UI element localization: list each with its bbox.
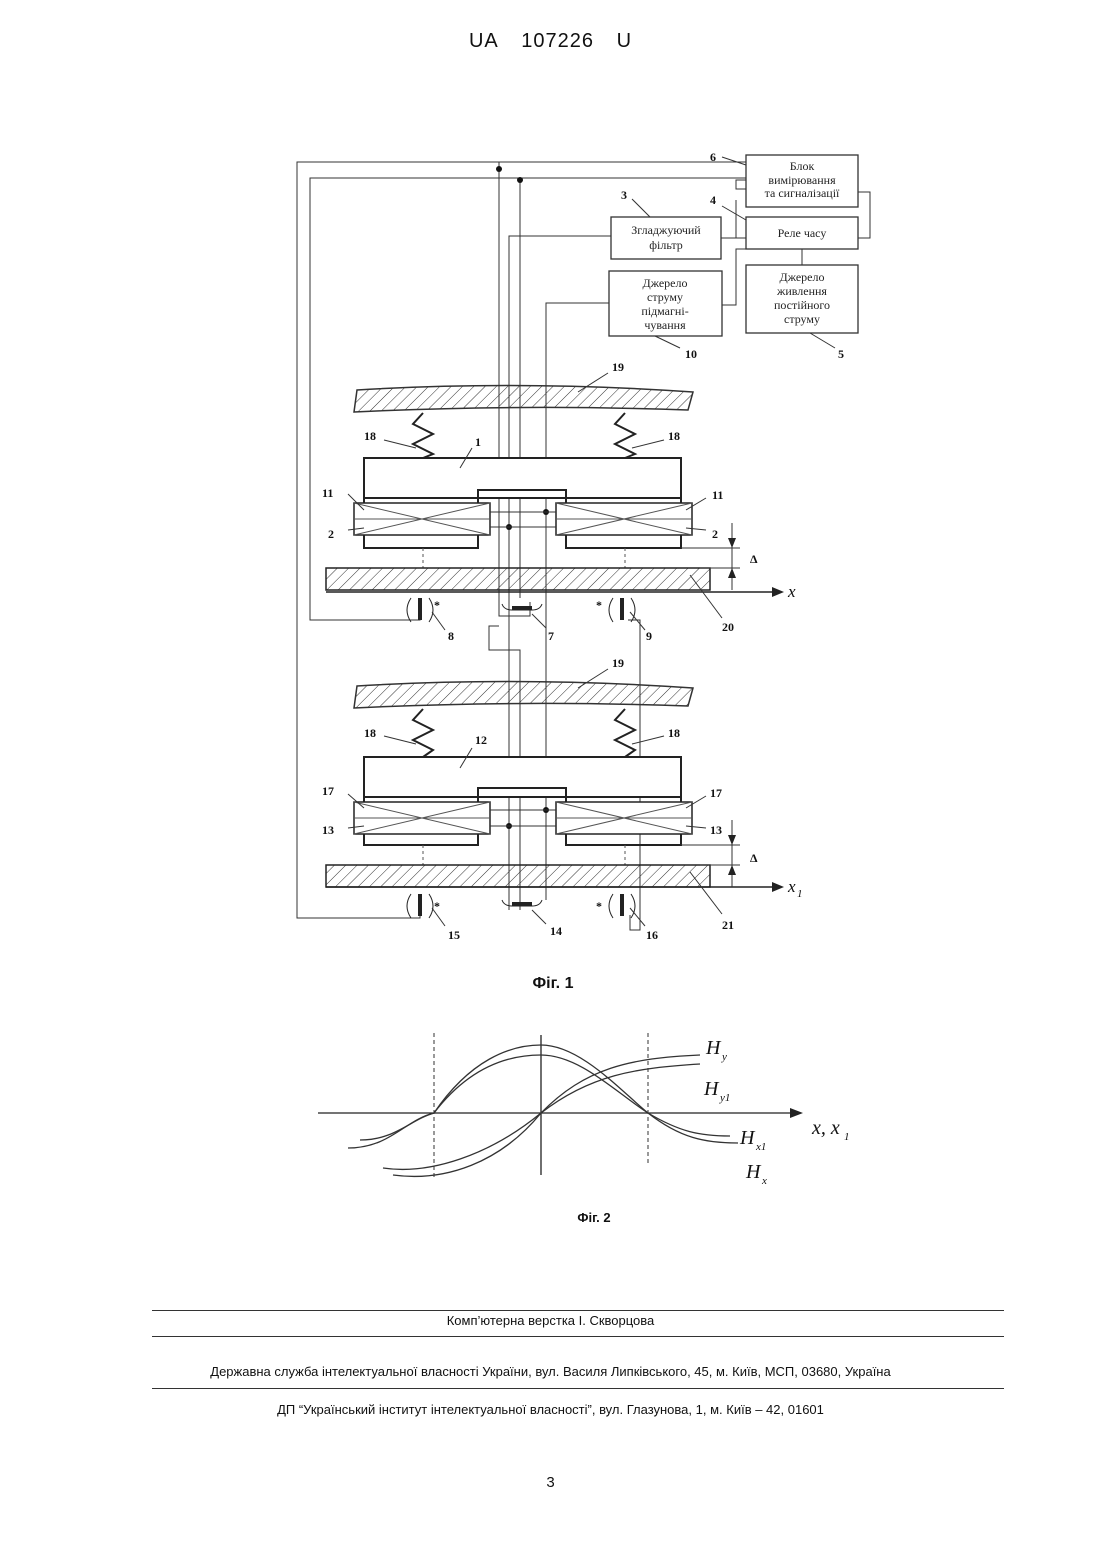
label-18-right-lower: 18 bbox=[668, 726, 680, 740]
label-19-upper: 19 bbox=[612, 360, 624, 374]
footer-layout-credit: Комп’ютерна верстка І. Скворцова bbox=[0, 1313, 1101, 1328]
block-measure: Блок вимірювання та сигналізації bbox=[746, 155, 858, 207]
page-number: 3 bbox=[0, 1474, 1101, 1491]
label-16: 16 bbox=[646, 928, 658, 942]
footer-service: Державна служба інтелектуальної власност… bbox=[0, 1364, 1101, 1379]
label-18-left-upper: 18 bbox=[364, 429, 376, 443]
block-relay-line1: Реле часу bbox=[778, 226, 827, 240]
block-bias-line3: підмагні- bbox=[641, 304, 688, 318]
label-12: 12 bbox=[475, 733, 487, 747]
sensor-14 bbox=[502, 900, 542, 906]
label-8: 8 bbox=[448, 629, 454, 643]
star-15: * bbox=[434, 899, 440, 913]
star-8: * bbox=[434, 598, 440, 612]
label-1: 1 bbox=[475, 435, 481, 449]
base-19-lower bbox=[354, 681, 693, 708]
label-13-right: 13 bbox=[710, 823, 722, 837]
label-6: 6 bbox=[710, 150, 716, 164]
block-power-line3: постійного bbox=[774, 298, 830, 312]
curve-label-hy: H bbox=[705, 1037, 722, 1059]
workpiece-20 bbox=[326, 568, 710, 590]
fig2-axis-label: x, x bbox=[811, 1117, 840, 1139]
footer-rule-2 bbox=[152, 1336, 1004, 1337]
label-18-right-upper: 18 bbox=[668, 429, 680, 443]
spring-18-left-upper bbox=[413, 413, 433, 458]
sensor-8 bbox=[407, 598, 433, 622]
curve-label-hx: H bbox=[745, 1161, 762, 1183]
block-measure-line2: вимірювання bbox=[768, 173, 836, 187]
label-19-lower: 19 bbox=[612, 656, 624, 670]
label-11-left: 11 bbox=[322, 486, 333, 500]
footer-rule-1 bbox=[152, 1310, 1004, 1311]
figure-2-drawing: H y H y1 H x1 H x x, x 1 bbox=[318, 1033, 850, 1187]
label-delta-lower: Δ bbox=[750, 851, 758, 865]
label-14: 14 bbox=[550, 924, 562, 938]
curve-label-hy1: H bbox=[703, 1078, 720, 1100]
curve-label-hy1-sub: y1 bbox=[719, 1092, 730, 1104]
sensor-9 bbox=[609, 598, 635, 622]
block-power-line1: Джерело bbox=[780, 270, 825, 284]
block-filter: Згладжуючий фільтр bbox=[611, 217, 721, 259]
block-bias-source: Джерело струму підмагні- чування bbox=[609, 271, 722, 336]
spring-18-left-lower bbox=[413, 709, 433, 757]
label-20: 20 bbox=[722, 620, 734, 634]
block-power-source: Джерело живлення постійного струму bbox=[746, 265, 858, 333]
spring-18-right-upper bbox=[615, 413, 635, 458]
block-filter-line2: фільтр bbox=[649, 238, 683, 252]
sensor-15 bbox=[407, 894, 433, 918]
block-bias-line1: Джерело bbox=[643, 276, 688, 290]
block-filter-line1: Згладжуючий bbox=[631, 223, 701, 237]
curve-label-hx-sub: x bbox=[761, 1175, 767, 1187]
label-3: 3 bbox=[621, 188, 627, 202]
figure-2-caption: Фіг. 2 bbox=[577, 1210, 610, 1225]
label-7: 7 bbox=[548, 629, 554, 643]
label-4: 4 bbox=[710, 193, 716, 207]
core-1 bbox=[364, 458, 681, 498]
label-11-right: 11 bbox=[712, 488, 723, 502]
block-bias-line4: чування bbox=[644, 318, 686, 332]
block-bias-line2: струму bbox=[647, 290, 683, 304]
label-21: 21 bbox=[722, 918, 734, 932]
label-delta-upper: Δ bbox=[750, 552, 758, 566]
core-12 bbox=[364, 757, 681, 797]
block-measure-line3: та сигналізації bbox=[765, 186, 840, 200]
curve-label-hx1-sub: x1 bbox=[755, 1141, 766, 1153]
label-2-left: 2 bbox=[328, 527, 334, 541]
curve-label-hy-sub: y bbox=[721, 1051, 727, 1063]
block-measure-line1: Блок bbox=[790, 159, 815, 173]
label-10: 10 bbox=[685, 347, 697, 361]
label-2-right: 2 bbox=[712, 527, 718, 541]
footer-institute: ДП “Український інститут інтелектуальної… bbox=[0, 1402, 1101, 1417]
star-16: * bbox=[596, 899, 602, 913]
sensor-16 bbox=[609, 894, 635, 918]
label-13-left: 13 bbox=[322, 823, 334, 837]
label-x: x bbox=[787, 582, 796, 601]
label-x1: x bbox=[787, 877, 796, 896]
fig2-axis-label-sub: 1 bbox=[844, 1131, 850, 1143]
label-9: 9 bbox=[646, 629, 652, 643]
label-5: 5 bbox=[838, 347, 844, 361]
star-9: * bbox=[596, 598, 602, 612]
label-17-right: 17 bbox=[710, 786, 722, 800]
label-x1-sub: 1 bbox=[797, 888, 803, 900]
block-power-line2: живлення bbox=[776, 284, 827, 298]
label-18-left-lower: 18 bbox=[364, 726, 376, 740]
base-19-upper bbox=[354, 385, 693, 412]
workpiece-21 bbox=[326, 865, 710, 887]
curve-hy1 bbox=[360, 1055, 730, 1140]
footer-rule-3 bbox=[152, 1388, 1004, 1389]
block-power-line4: струму bbox=[784, 312, 820, 326]
block-relay: Реле часу bbox=[746, 217, 858, 249]
curve-label-hx1: H bbox=[739, 1127, 756, 1149]
label-15: 15 bbox=[448, 928, 460, 942]
label-17-left: 17 bbox=[322, 784, 334, 798]
curve-hy bbox=[348, 1045, 738, 1148]
figure-1-caption: Фіг. 1 bbox=[533, 975, 574, 992]
sensor-7 bbox=[502, 604, 542, 610]
spring-18-right-lower bbox=[615, 709, 635, 757]
